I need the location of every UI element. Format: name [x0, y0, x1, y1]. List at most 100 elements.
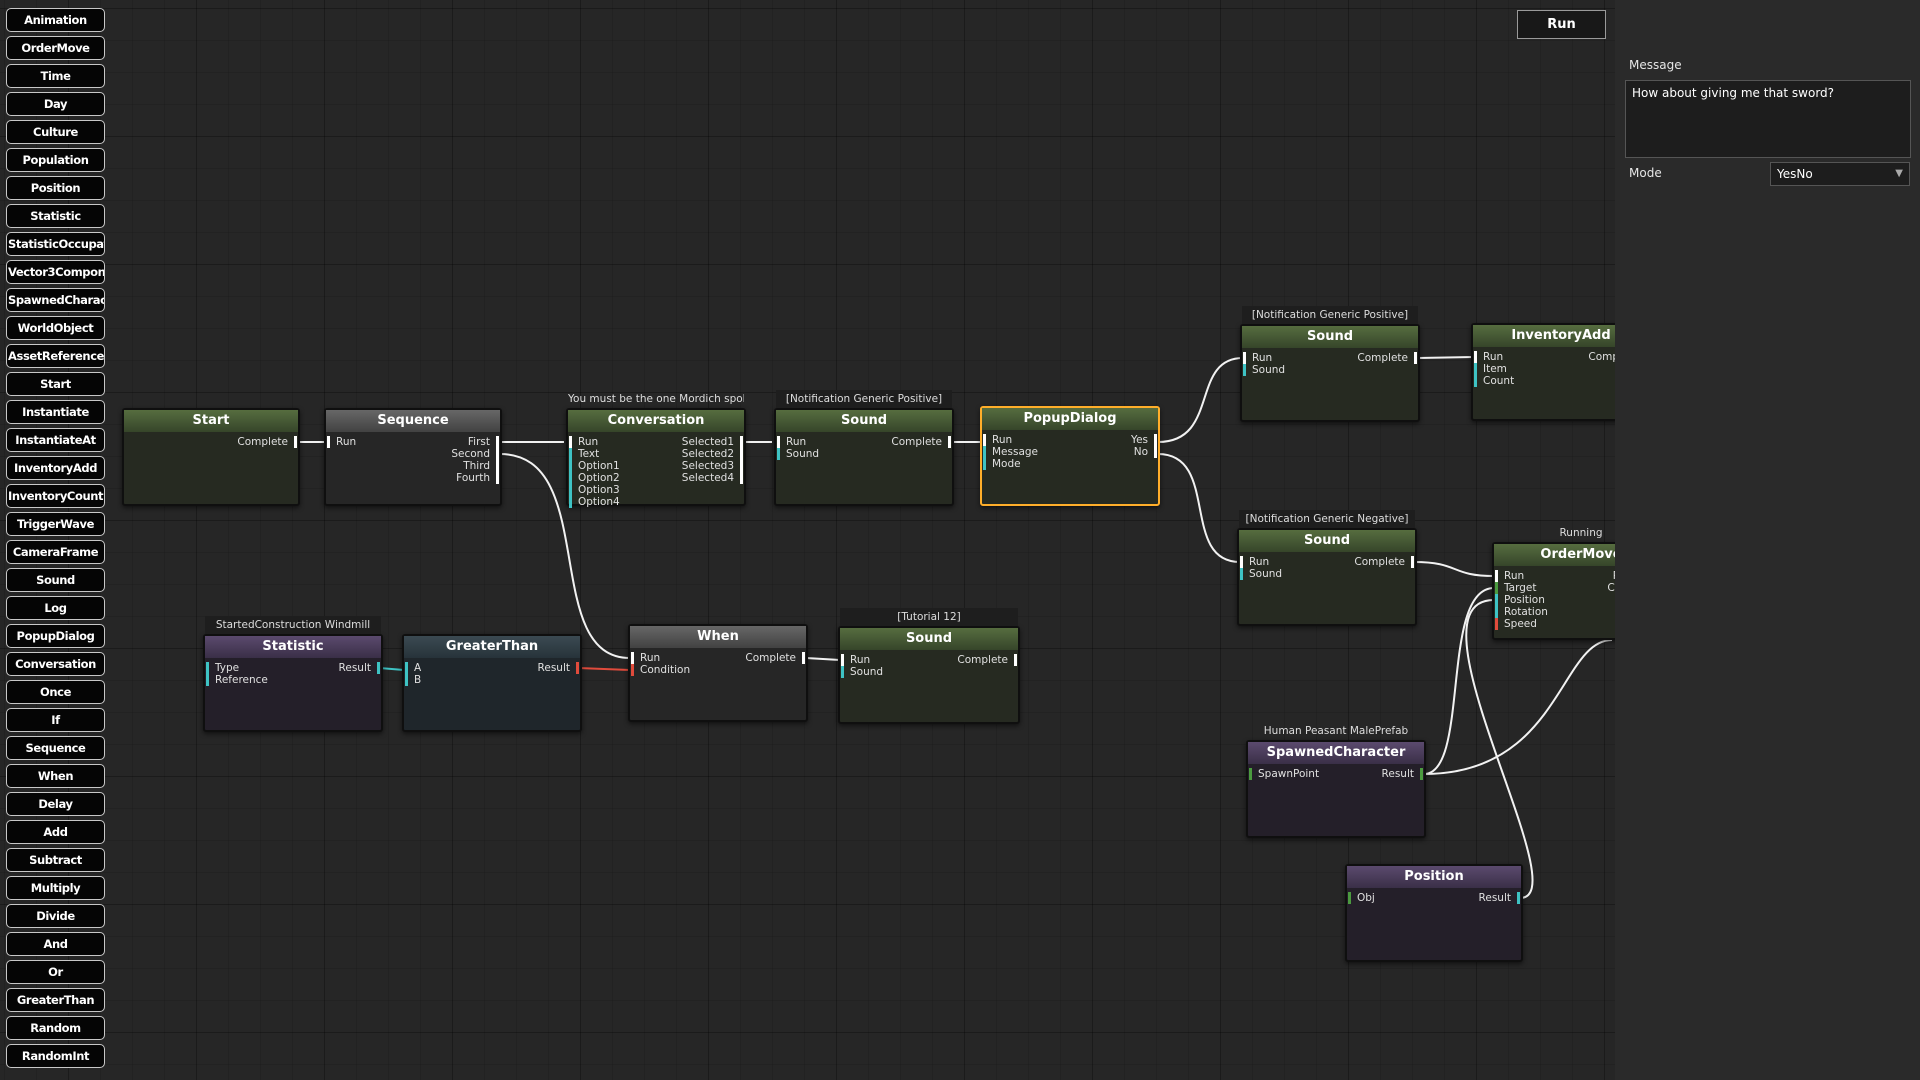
output-pin-icon[interactable]	[1420, 768, 1423, 780]
palette-button[interactable]: Animation	[6, 8, 105, 32]
input-port[interactable]: B	[404, 674, 421, 686]
input-port[interactable]: Option2	[568, 472, 620, 484]
input-pin-icon[interactable]	[841, 666, 844, 678]
output-port[interactable]: Complete	[237, 436, 298, 448]
input-pin-icon[interactable]	[1495, 582, 1498, 594]
input-pin-icon[interactable]	[327, 436, 330, 448]
input-port[interactable]: Count	[1473, 375, 1514, 387]
output-pin-icon[interactable]	[740, 472, 743, 484]
output-port[interactable]: Complete	[891, 436, 952, 448]
message-field[interactable]	[1625, 80, 1911, 158]
input-pin-icon[interactable]	[1474, 363, 1477, 375]
node-title[interactable]: PopupDialog	[982, 408, 1158, 430]
palette-button[interactable]: Statistic	[6, 204, 105, 228]
node-conversation[interactable]: You must be the one Mordich spoke of.Con…	[566, 393, 746, 508]
output-pin-icon[interactable]	[496, 436, 499, 448]
input-pin-icon[interactable]	[569, 472, 572, 484]
palette-button[interactable]: InstantiateAt	[6, 428, 105, 452]
input-port[interactable]: Run	[982, 434, 1038, 446]
output-port[interactable]: First	[451, 436, 500, 448]
input-port[interactable]: Run	[840, 654, 883, 666]
palette-button[interactable]: Multiply	[6, 876, 105, 900]
output-pin-icon[interactable]	[740, 460, 743, 472]
input-port[interactable]: Run	[326, 436, 356, 448]
input-pin-icon[interactable]	[405, 662, 408, 674]
palette-button[interactable]: Instantiate	[6, 400, 105, 424]
palette-button[interactable]: Sequence	[6, 736, 105, 760]
output-pin-icon[interactable]	[1414, 352, 1417, 364]
input-port[interactable]: Sound	[1239, 568, 1282, 580]
input-port[interactable]: Run	[630, 652, 690, 664]
input-port[interactable]: Position	[1494, 594, 1548, 606]
output-port[interactable]: Second	[451, 448, 500, 460]
input-port[interactable]: Run	[776, 436, 819, 448]
node-title[interactable]: Conversation	[568, 410, 744, 432]
input-port[interactable]: Message	[982, 446, 1038, 458]
output-port[interactable]: No	[1131, 446, 1158, 458]
output-port[interactable]: Complete	[1357, 352, 1418, 364]
output-port[interactable]: Selected3	[682, 460, 744, 472]
output-pin-icon[interactable]	[496, 472, 499, 484]
palette-button[interactable]: Culture	[6, 120, 105, 144]
input-port[interactable]: Run	[568, 436, 620, 448]
palette-button[interactable]: GreaterThan	[6, 988, 105, 1012]
palette-button[interactable]: Add	[6, 820, 105, 844]
input-pin-icon[interactable]	[777, 448, 780, 460]
node-title[interactable]: Sound	[1239, 530, 1415, 552]
run-button[interactable]: Run	[1517, 10, 1606, 39]
palette-button[interactable]: Time	[6, 64, 105, 88]
input-pin-icon[interactable]	[206, 662, 209, 674]
input-pin-icon[interactable]	[1495, 570, 1498, 582]
palette-button[interactable]: Position	[6, 176, 105, 200]
input-port[interactable]: Text	[568, 448, 620, 460]
palette-button[interactable]: AssetReference	[6, 344, 105, 368]
input-pin-icon[interactable]	[569, 448, 572, 460]
input-pin-icon[interactable]	[983, 446, 986, 458]
input-port[interactable]: Sound	[776, 448, 819, 460]
input-pin-icon[interactable]	[569, 460, 572, 472]
output-port[interactable]: Complete	[957, 654, 1018, 666]
palette-button[interactable]: If	[6, 708, 105, 732]
output-port[interactable]: Selected2	[682, 448, 744, 460]
node-title[interactable]: GreaterThan	[404, 636, 580, 658]
input-pin-icon[interactable]	[1474, 351, 1477, 363]
output-port[interactable]: Complete	[745, 652, 806, 664]
node-title[interactable]: Sound	[1242, 326, 1418, 348]
output-pin-icon[interactable]	[740, 436, 743, 448]
mode-dropdown[interactable]: YesNo ▼	[1770, 162, 1910, 186]
palette-button[interactable]: Vector3Component	[6, 260, 105, 284]
node-title[interactable]: Statistic	[205, 636, 381, 658]
node-title[interactable]: InventoryAdd	[1473, 325, 1649, 347]
output-port[interactable]: Result	[339, 662, 381, 674]
input-port[interactable]: Rotation	[1494, 606, 1548, 618]
input-pin-icon[interactable]	[1240, 556, 1243, 568]
input-pin-icon[interactable]	[841, 654, 844, 666]
palette-button[interactable]: Delay	[6, 792, 105, 816]
input-pin-icon[interactable]	[631, 664, 634, 676]
palette-button[interactable]: Start	[6, 372, 105, 396]
node-title[interactable]: Sequence	[326, 410, 500, 432]
palette-button[interactable]: Divide	[6, 904, 105, 928]
output-pin-icon[interactable]	[802, 652, 805, 664]
output-pin-icon[interactable]	[496, 448, 499, 460]
palette-button[interactable]: Once	[6, 680, 105, 704]
input-pin-icon[interactable]	[631, 652, 634, 664]
output-pin-icon[interactable]	[576, 662, 579, 674]
output-pin-icon[interactable]	[1517, 892, 1520, 904]
input-port[interactable]: Sound	[840, 666, 883, 678]
palette-button[interactable]: Random	[6, 1016, 105, 1040]
input-port[interactable]: Target	[1494, 582, 1548, 594]
output-port[interactable]: Complete	[1354, 556, 1415, 568]
output-pin-icon[interactable]	[1411, 556, 1414, 568]
input-pin-icon[interactable]	[1249, 768, 1252, 780]
palette-button[interactable]: CameraFrame	[6, 540, 105, 564]
input-port[interactable]: A	[404, 662, 421, 674]
